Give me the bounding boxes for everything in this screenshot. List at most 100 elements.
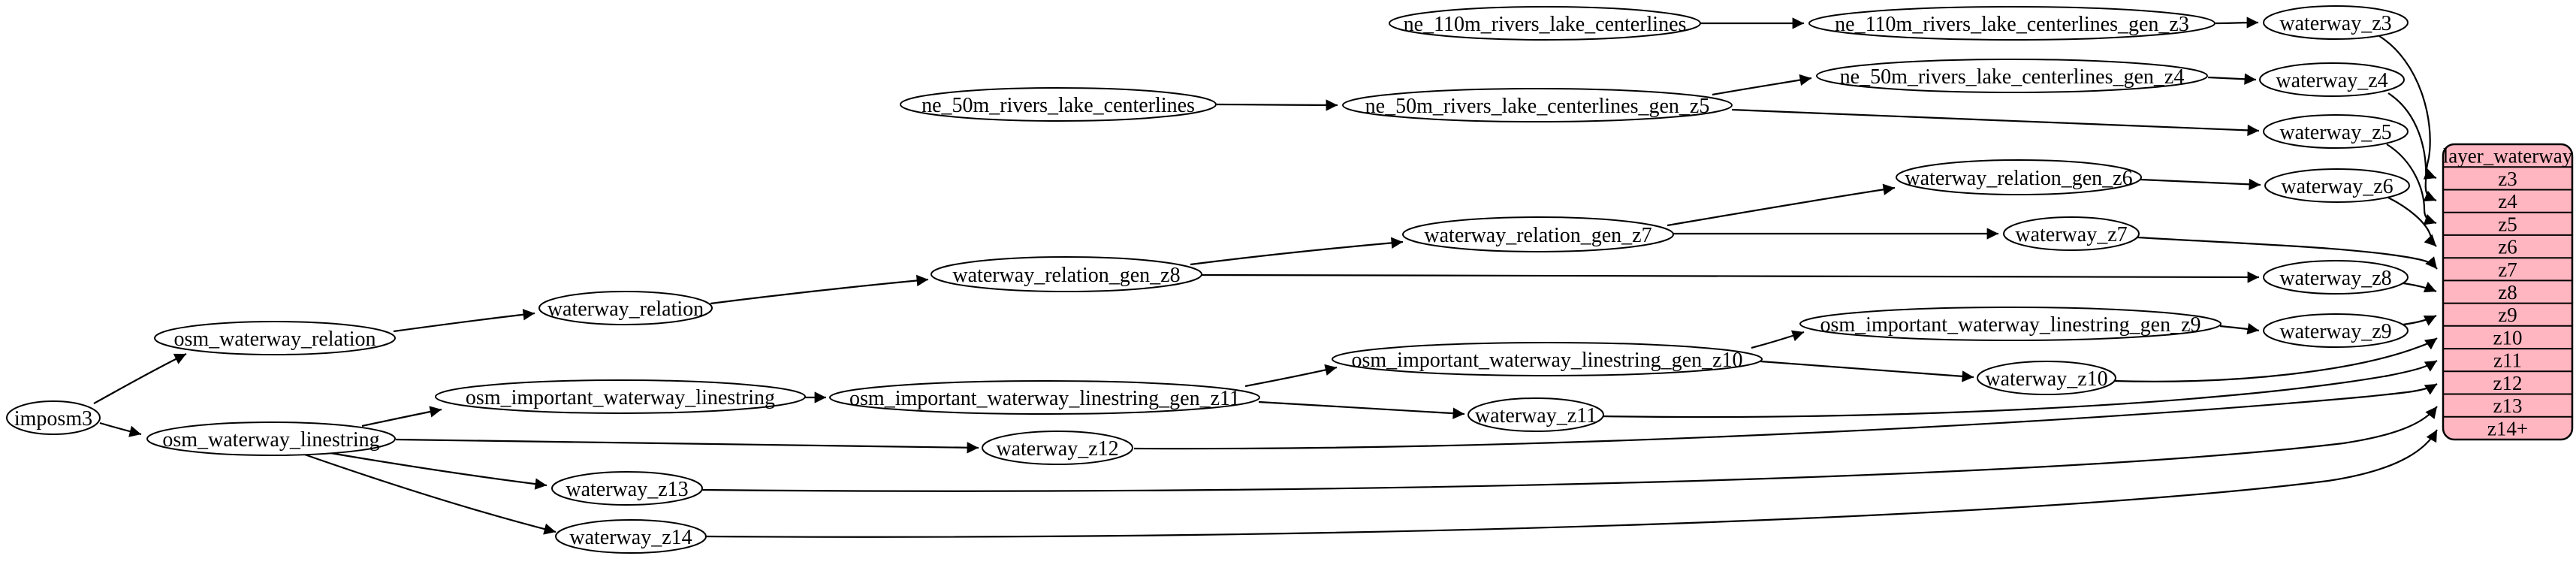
edge-waterway_z12-to-row-z12	[1133, 383, 2438, 450]
edge-ne_50m_gen_z4-to-waterway_z4	[2207, 73, 2257, 85]
edge-imposm3-to-osm_waterway_linestring	[99, 421, 142, 437]
edge-waterway_relation_gen_z8-to-waterway_z8	[1201, 271, 2260, 283]
edge-gen_z10-to-gen_z9	[1751, 330, 1805, 349]
node-waterway_z4: waterway_z4	[2259, 62, 2405, 97]
node-ne_50m_rivers_lake_centerlines_gen_z5: ne_50m_rivers_lake_centerlines_gen_z5	[1342, 88, 1733, 122]
edge-waterway_z3-to-row-z3	[2378, 35, 2437, 180]
table-title: layer_waterway	[2443, 144, 2573, 167]
edge-waterway_z4-to-row-z4	[2387, 92, 2437, 202]
edge-waterway_relation_gen_z6-to-waterway_z6	[2140, 178, 2261, 191]
node-label: waterway_z6	[2281, 175, 2393, 198]
edge-waterway_z7-to-row-z7	[2137, 236, 2438, 270]
node-imposm3: imposm3	[6, 400, 101, 435]
edge-gen_z10-to-waterway_z10	[1760, 360, 1974, 382]
node-waterway_z12: waterway_z12	[982, 431, 1133, 465]
node-label: ne_50m_rivers_lake_centerlines	[922, 94, 1195, 117]
table-row-z7: z7	[2498, 258, 2517, 281]
table-row-z5: z5	[2498, 213, 2517, 235]
node-waterway_z9: waterway_z9	[2263, 313, 2409, 348]
node-osm_waterway_linestring: osm_waterway_linestring	[146, 421, 396, 456]
edge-waterway_relation_gen_z7-to-waterway_relation_gen_z6	[1667, 183, 1896, 227]
node-waterway_relation_gen_z7: waterway_relation_gen_z7	[1402, 216, 1674, 252]
table-row-z14plus: z14+	[2487, 417, 2528, 440]
edge-waterway_z8-to-row-z8	[2403, 281, 2437, 293]
node-waterway_z11: waterway_z11	[1467, 397, 1604, 432]
node-label: waterway_relation_gen_z6	[1905, 167, 2132, 190]
node-label: ne_50m_rivers_lake_centerlines_gen_z5	[1365, 95, 1710, 118]
node-label: osm_important_waterway_linestring_gen_z1…	[1352, 349, 1743, 372]
edge-osm_waterway_linestring-to-waterway_z13	[330, 452, 547, 490]
table-row-z11: z11	[2493, 349, 2522, 372]
edge-gen_z11-to-waterway_z11	[1258, 400, 1465, 419]
node-label: osm_waterway_relation	[173, 328, 376, 351]
node-ne_110m_rivers_lake_centerlines_gen_z3: ne_110m_rivers_lake_centerlines_gen_z3	[1808, 6, 2216, 41]
node-osm_important_waterway_linestring: osm_important_waterway_linestring	[435, 379, 806, 414]
edge-waterway_z13-to-row-z13	[701, 406, 2438, 492]
node-label: ne_110m_rivers_lake_centerlines	[1404, 13, 1687, 36]
node-label: waterway_z5	[2279, 121, 2391, 144]
node-waterway_z6: waterway_z6	[2264, 168, 2410, 203]
node-waterway_z3: waterway_z3	[2263, 5, 2409, 40]
edge-osm_waterway_linestring-to-waterway_z14	[300, 452, 557, 535]
edge-waterway_z9-to-row-z9	[2403, 315, 2437, 326]
edge-osm_waterway_linestring-to-waterway_z12	[395, 438, 979, 454]
table-row-z13: z13	[2493, 394, 2523, 417]
node-label: waterway_z7	[2015, 223, 2127, 246]
node-osm_important_waterway_linestring_gen_z10: osm_important_waterway_linestring_gen_z1…	[1332, 342, 1763, 376]
node-waterway_relation_gen_z8: waterway_relation_gen_z8	[931, 256, 1202, 292]
edge-gen_z9-to-waterway_z9	[2219, 322, 2260, 335]
node-label: waterway_relation_gen_z7	[1424, 224, 1651, 247]
node-osm_important_waterway_linestring_gen_z11: osm_important_waterway_linestring_gen_z1…	[829, 380, 1260, 415]
node-label: waterway_z14	[569, 526, 692, 549]
node-ne_50m_rivers_lake_centerlines_gen_z4: ne_50m_rivers_lake_centerlines_gen_z4	[1816, 59, 2208, 93]
node-waterway_z10: waterway_z10	[1977, 361, 2116, 395]
table-background	[2442, 143, 2574, 441]
node-ne_50m_rivers_lake_centerlines: ne_50m_rivers_lake_centerlines	[900, 87, 1217, 122]
edge-waterway_z5-to-row-z5	[2386, 144, 2437, 225]
node-waterway_relation_gen_z6: waterway_relation_gen_z6	[1896, 159, 2142, 195]
table-row-z9: z9	[2498, 304, 2517, 326]
edge-waterway_z6-to-row-z6	[2387, 197, 2437, 247]
node-label: osm_important_waterway_linestring	[466, 386, 775, 409]
table-row-z10: z10	[2493, 326, 2523, 349]
node-label: waterway_z13	[566, 478, 688, 501]
layer-waterway-table: layer_waterway z3 z4 z5 z6 z7 z8 z9 z10 …	[2442, 143, 2574, 441]
node-label: ne_110m_rivers_lake_centerlines_gen_z3	[1835, 13, 2189, 36]
node-label: waterway_z10	[1985, 367, 2107, 391]
node-waterway_z14: waterway_z14	[555, 519, 707, 554]
table-row-z3: z3	[2498, 168, 2517, 190]
node-label: imposm3	[14, 407, 92, 431]
node-label: osm_waterway_linestring	[162, 428, 379, 452]
node-label: waterway_z8	[2279, 267, 2391, 290]
node-waterway_z8: waterway_z8	[2263, 260, 2409, 295]
edge-imposm3-to-osm_waterway_relation	[93, 353, 187, 404]
node-osm_important_waterway_linestring_gen_z9: osm_important_waterway_linestring_gen_z9	[1799, 307, 2222, 341]
node-label: waterway_relation_gen_z8	[952, 264, 1180, 287]
table-row-z4: z4	[2498, 190, 2517, 213]
node-waterway_z7: waterway_z7	[2003, 216, 2140, 251]
node-label: waterway_z3	[2279, 12, 2391, 35]
node-label: osm_important_waterway_linestring_gen_z1…	[849, 387, 1240, 410]
node-label: waterway_z12	[996, 437, 1118, 461]
table-row-z8: z8	[2498, 281, 2517, 304]
table-row-z12: z12	[2493, 372, 2523, 394]
node-label: waterway_z9	[2279, 320, 2391, 343]
node-label: waterway_z4	[2276, 69, 2387, 92]
edge-waterway_z10-to-row-z10	[2113, 337, 2438, 382]
edge-ne_50m_gen_z5-to-waterway_z5	[1731, 108, 2260, 137]
edge-waterway_z11-to-row-z11	[1600, 360, 2438, 418]
edge-osm_waterway_relation-to-waterway_relation	[393, 309, 535, 333]
edge-osm_waterway_linestring-to-osm_important_waterway_linestring	[361, 406, 442, 428]
node-waterway_z13: waterway_z13	[551, 471, 703, 506]
edge-waterway_z14-to-row-z14plus	[705, 429, 2438, 538]
node-label: ne_50m_rivers_lake_centerlines_gen_z4	[1840, 65, 2185, 89]
node-label: osm_important_waterway_linestring_gen_z9	[1820, 313, 2201, 337]
edge-gen_z11-to-gen_z10	[1244, 364, 1338, 388]
edge-layer	[93, 17, 2438, 538]
node-label: waterway_z11	[1475, 404, 1597, 428]
node-waterway_z5: waterway_z5	[2263, 114, 2409, 149]
edge-ne_50m-to-ne_50m_gen_z5	[1216, 99, 1338, 111]
edge-waterway_relation-to-waterway_relation_gen_z8	[710, 274, 929, 305]
